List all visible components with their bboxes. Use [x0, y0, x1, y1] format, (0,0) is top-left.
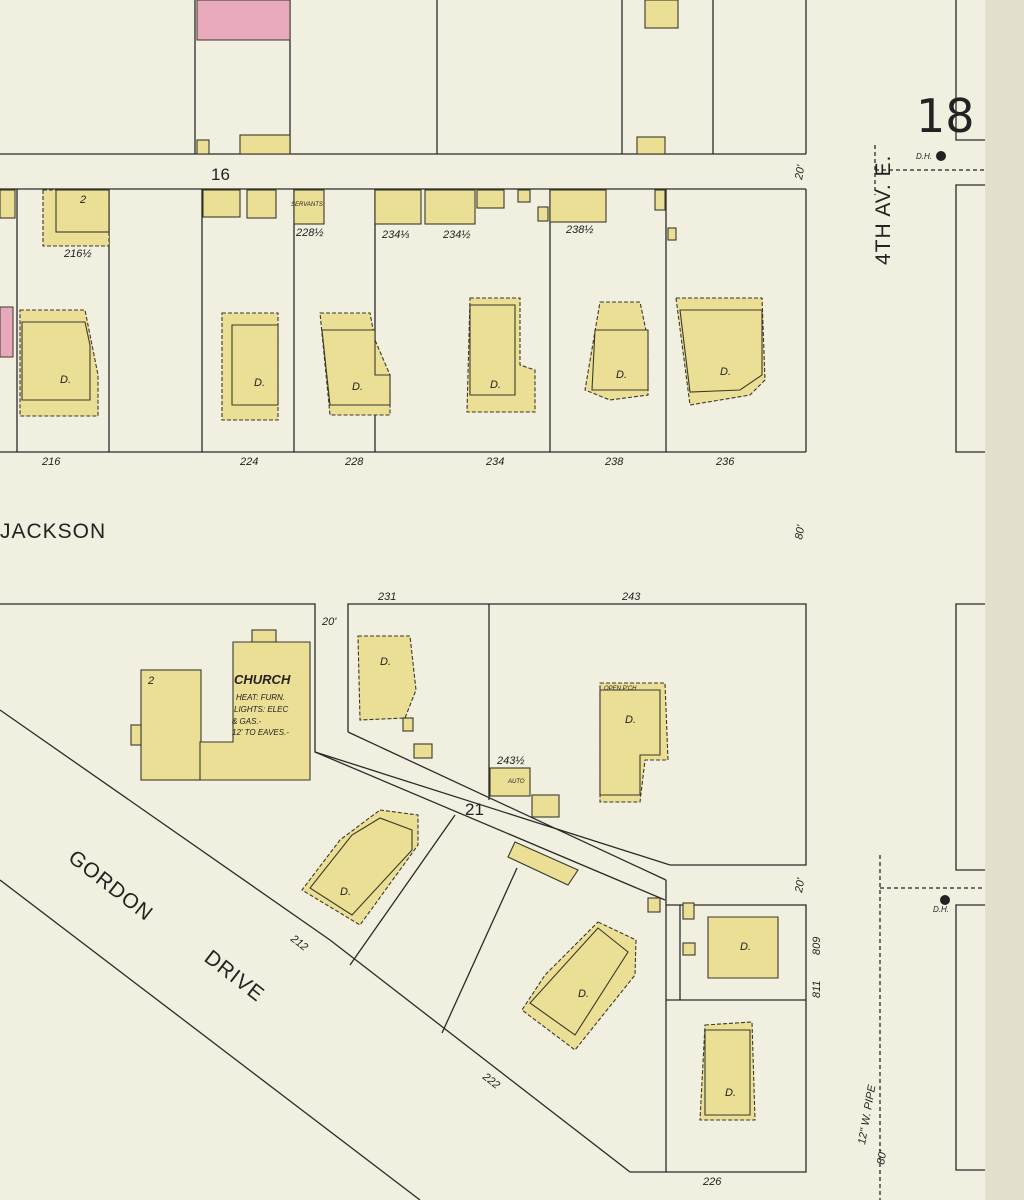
- church-note: LIGHTS: ELEC: [234, 705, 288, 714]
- width-label: 20': [793, 163, 808, 181]
- buildings: [0, 0, 779, 1121]
- dwelling-mark: D.: [490, 379, 501, 391]
- hydrant-icon: [940, 895, 950, 905]
- address: 224: [239, 456, 258, 468]
- story-mark: 2: [79, 194, 86, 206]
- address: 811: [811, 980, 823, 998]
- width-label: 80': [793, 523, 807, 540]
- dwelling-mark: D.: [720, 366, 731, 378]
- address: 809: [811, 937, 823, 955]
- address: 228½: [295, 227, 324, 239]
- address: 238½: [565, 224, 594, 236]
- dwelling-mark: D.: [740, 941, 751, 953]
- address: 236: [715, 456, 735, 468]
- church-note: & GAS.-: [232, 717, 262, 726]
- servants-label: SERVANTS: [291, 202, 323, 208]
- address: 234: [485, 456, 504, 468]
- street-label-jackson: JACKSON: [0, 520, 106, 543]
- water-pipes: [874, 145, 985, 1200]
- dwelling-mark: D.: [340, 886, 351, 898]
- sheet-number: 18: [916, 89, 975, 143]
- pipe-label: 12" W. PIPE: [856, 1083, 878, 1145]
- street-label-drive: DRIVE: [200, 946, 269, 1007]
- dwelling-mark: D.: [380, 656, 391, 668]
- street-label-gordon: GORDON: [64, 846, 157, 926]
- page-edge: [985, 0, 1024, 1200]
- street-label-avenue: 4TH AV. E.: [872, 155, 895, 265]
- address: 222: [479, 1070, 502, 1091]
- hydrant-icon: [936, 151, 946, 161]
- address: 216½: [63, 248, 92, 260]
- church-note: HEAT: FURN.: [236, 693, 285, 702]
- church-note: 12' TO EAVES.-: [232, 728, 289, 737]
- dwelling-mark: D.: [60, 374, 71, 386]
- hydrant-label: D.H.: [933, 905, 949, 914]
- address: 228: [344, 456, 364, 468]
- story-mark: 2: [147, 675, 154, 687]
- block-number: 21: [465, 800, 484, 819]
- address: 234½: [442, 229, 471, 241]
- width-label: 20': [321, 616, 337, 628]
- block-number: 16: [211, 165, 230, 184]
- address: 234⅓: [381, 229, 410, 241]
- labels: JACKSON GORDON DRIVE 4TH AV. E. 18 16 21…: [0, 89, 975, 1188]
- dwelling-mark: D.: [725, 1087, 736, 1099]
- address: 238: [604, 456, 624, 468]
- dwelling-mark: D.: [578, 988, 589, 1000]
- auto-label: AUTO: [507, 779, 525, 785]
- address: 216: [41, 456, 61, 468]
- address: 212: [287, 932, 310, 953]
- width-label: 80': [875, 1148, 889, 1165]
- width-label: 20': [793, 876, 808, 894]
- address: 231: [377, 591, 396, 603]
- street-lines: [0, 0, 985, 1200]
- address: 243: [621, 591, 641, 603]
- church-label: CHURCH: [234, 672, 291, 687]
- address: 226: [702, 1176, 722, 1188]
- dwelling-mark: D.: [625, 714, 636, 726]
- address: 243½: [496, 755, 525, 767]
- dwelling-mark: D.: [616, 369, 627, 381]
- dwelling-mark: D.: [254, 377, 265, 389]
- dwelling-mark: D.: [352, 381, 363, 393]
- porch-label: OPEN P'CH: [604, 686, 637, 692]
- hydrant-label: D.H.: [916, 152, 932, 161]
